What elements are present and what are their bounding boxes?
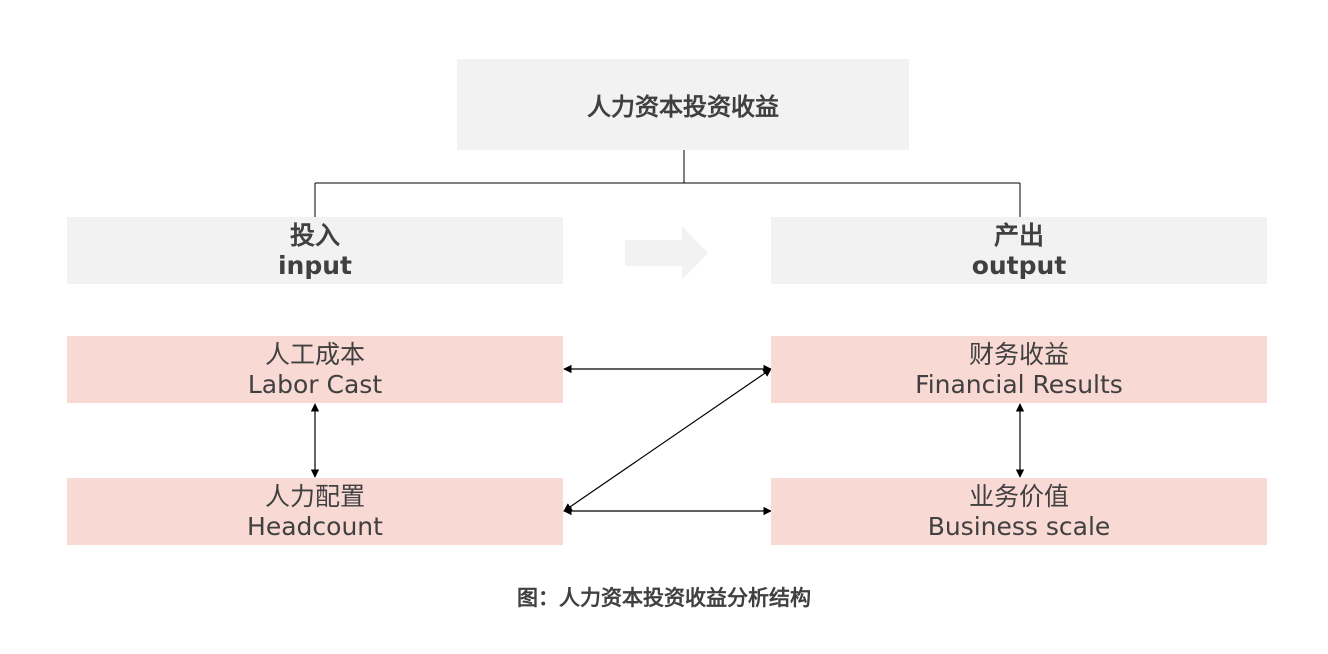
output-header-node: 产出 output [771, 217, 1267, 284]
financial-results-zh: 财务收益 [968, 339, 1069, 369]
input-header-en: input [277, 250, 352, 280]
root-node-label: 人力资本投资收益 [587, 93, 779, 121]
financial-results-node: 财务收益 Financial Results [771, 336, 1267, 403]
headcount-en: Headcount [247, 511, 383, 541]
headcount-node: 人力配置 Headcount [67, 478, 563, 545]
output-header-en: output [971, 250, 1067, 280]
business-value-en: Business scale [927, 511, 1111, 541]
input-to-output-arrow-icon [625, 226, 708, 280]
financial-results-en: Financial Results [915, 369, 1123, 399]
input-header-zh: 投入 [289, 220, 340, 250]
headcount-zh: 人力配置 [264, 481, 365, 511]
labor-cost-zh: 人工成本 [264, 339, 365, 369]
output-header-zh: 产出 [993, 220, 1044, 250]
labor-cost-en: Labor Cast [247, 369, 383, 399]
business-value-zh: 业务价值 [968, 481, 1069, 511]
labor-cost-node: 人工成本 Labor Cast [67, 336, 563, 403]
figure-caption: 图：人力资本投资收益分析结构 [517, 586, 811, 610]
financial-headcount-arrow [563, 368, 772, 512]
root-node: 人力资本投资收益 [457, 59, 909, 150]
business-value-node: 业务价值 Business scale [771, 478, 1267, 545]
input-header-node: 投入 input [67, 217, 563, 284]
